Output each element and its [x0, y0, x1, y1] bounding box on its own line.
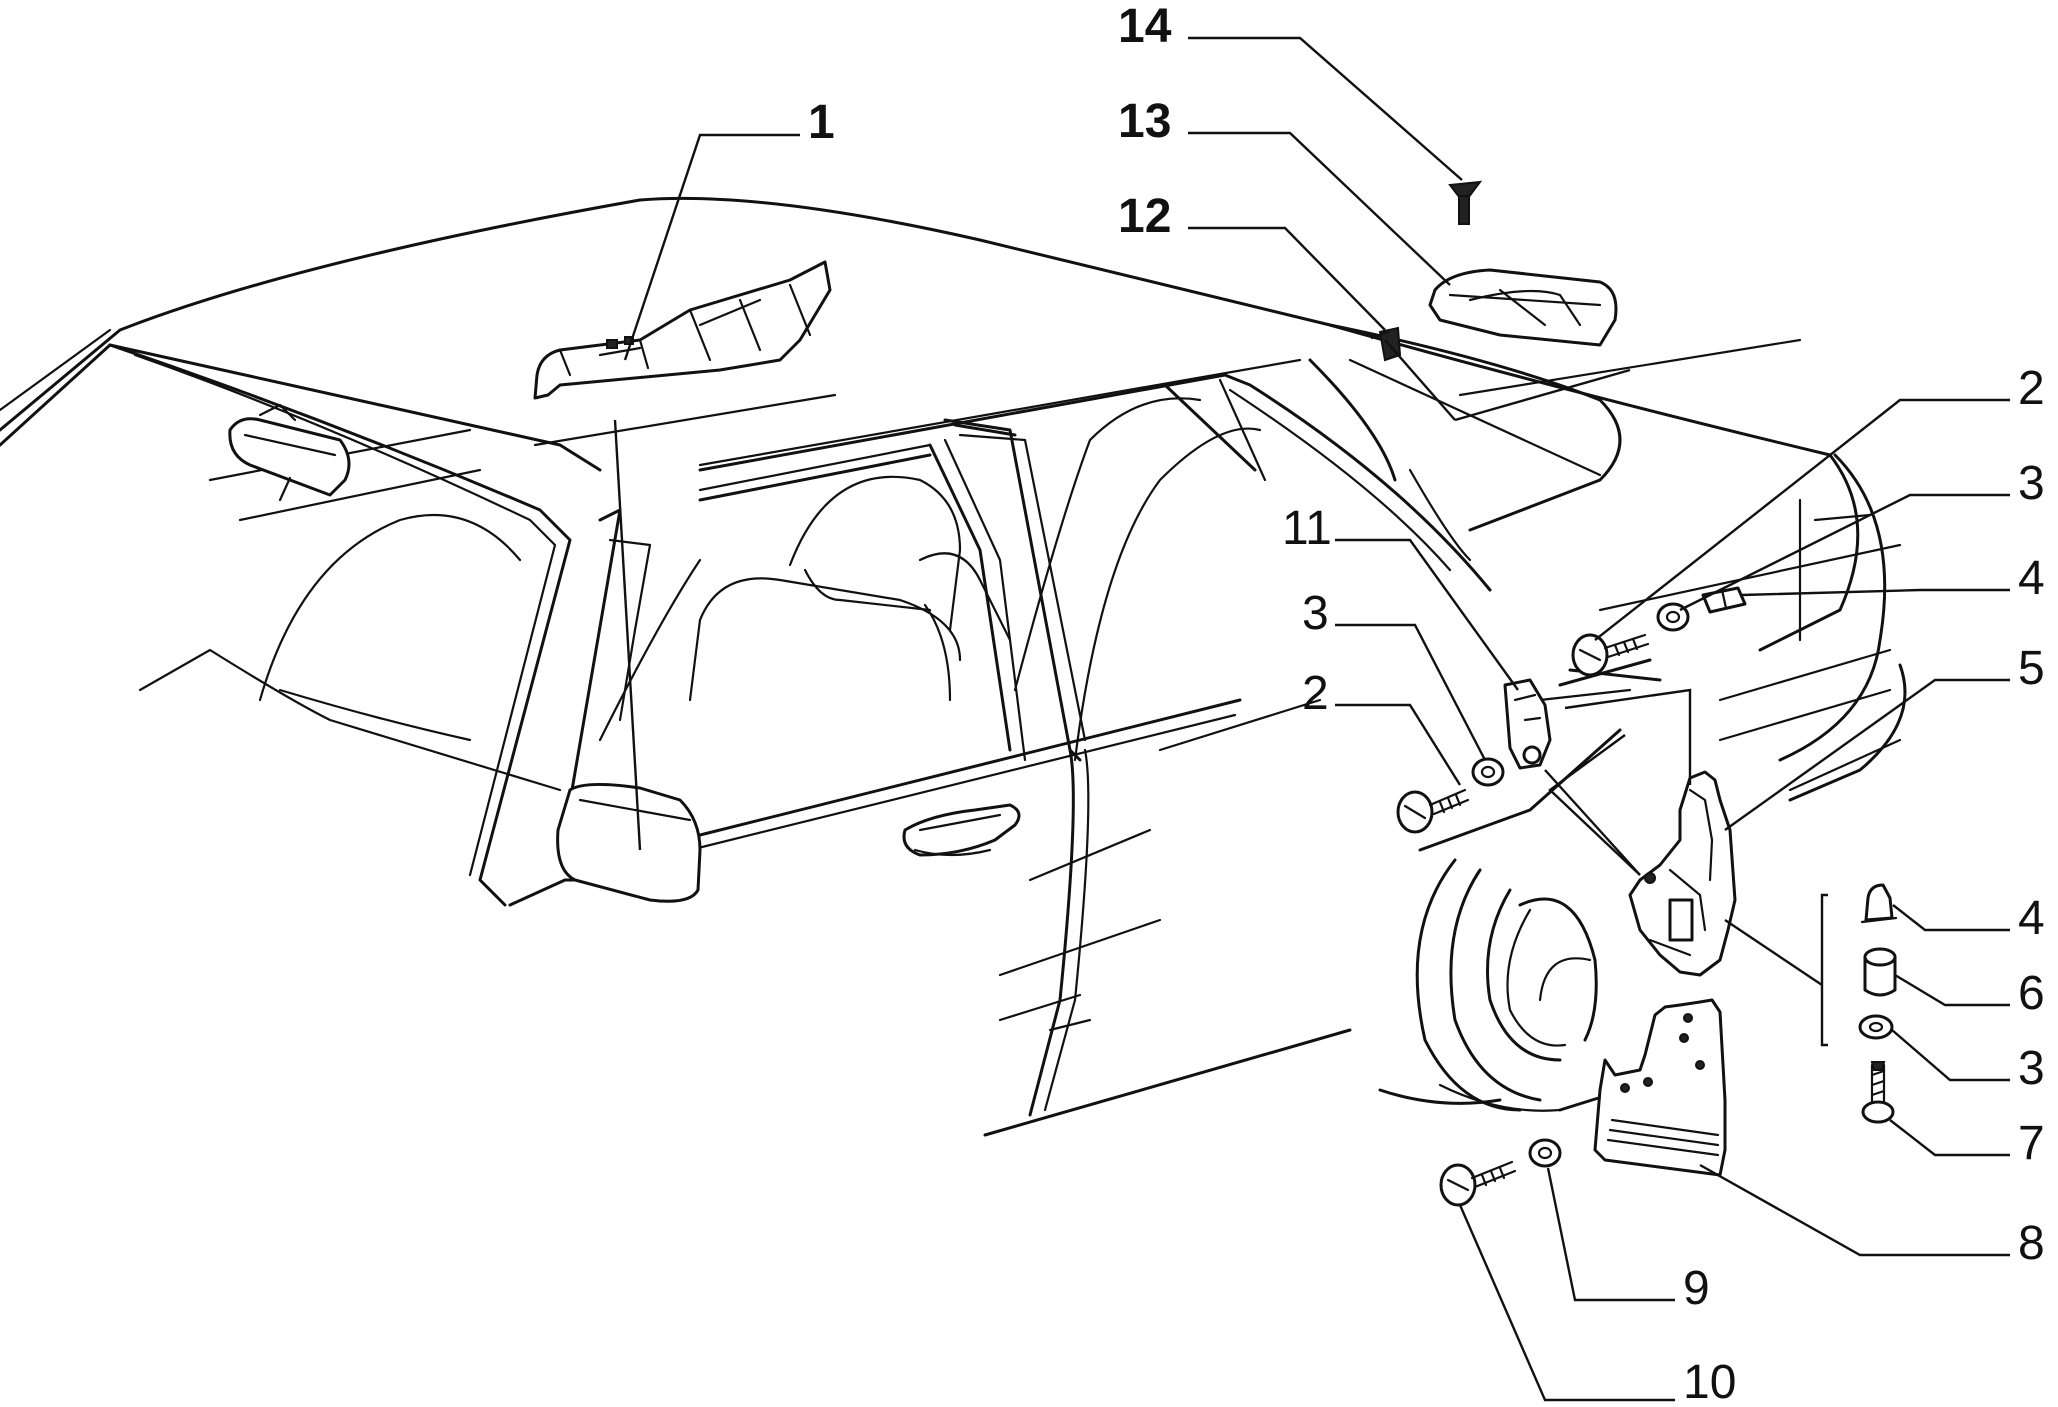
part-1-roof-handle [533, 260, 832, 400]
part-9-washer [1528, 1138, 1562, 1168]
callout-2-left: 2 [1302, 667, 1329, 720]
callout-10: 10 [1683, 1356, 1736, 1407]
part-13-bracket-plate [1428, 268, 1618, 347]
callout-7: 7 [2018, 1117, 2045, 1170]
callout-3-lower: 3 [2018, 1042, 2045, 1095]
callout-8: 8 [2018, 1217, 2045, 1270]
part-10-bolt [1439, 1160, 1517, 1207]
callout-labels: 1 14 13 12 2 3 4 5 4 6 3 7 8 9 10 11 3 2 [808, 0, 2045, 1407]
callout-14: 14 [1118, 0, 1172, 53]
part-14-screw [1448, 180, 1483, 225]
callout-1: 1 [808, 96, 835, 149]
callout-3-left: 3 [1302, 587, 1329, 640]
callout-4-right: 4 [2018, 552, 2045, 605]
callout-2-right: 2 [2018, 362, 2045, 415]
part-3-washer-lower [1858, 1014, 1894, 1040]
callout-6: 6 [2018, 967, 2045, 1020]
part-8-mudflap [1593, 998, 1727, 1177]
part-6-spacer [1863, 947, 1897, 997]
callout-4-lower: 4 [2018, 892, 2045, 945]
leader-lines [613, 36, 2010, 1402]
callout-12: 12 [1118, 190, 1171, 243]
part-2-bolt-left [1396, 788, 1470, 834]
callout-13: 13 [1118, 95, 1171, 148]
part-7-screw [1861, 1061, 1895, 1124]
part-5-mudflap-bracket [1628, 770, 1737, 977]
callout-11: 11 [1282, 502, 1332, 555]
part-12-clip [1370, 326, 1402, 362]
callout-3-right: 3 [2018, 457, 2045, 510]
callout-5: 5 [2018, 642, 2045, 695]
car-body-outline [0, 196, 1907, 1137]
parts [533, 180, 1898, 1207]
part-3-washer-left [1471, 757, 1505, 787]
part-2-bolt-right [1571, 633, 1650, 677]
part-11-bracket [1503, 678, 1552, 770]
callout-9: 9 [1683, 1262, 1710, 1315]
part-4-cap-nut [1860, 883, 1898, 924]
part-4-nut-right [1701, 586, 1747, 614]
